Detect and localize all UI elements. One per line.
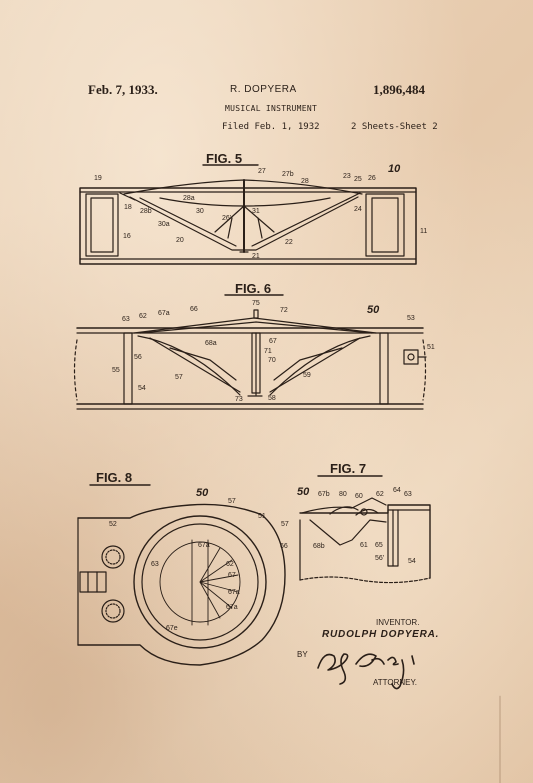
fig5-ref-30: 30 xyxy=(196,208,204,215)
fig5-ref-10: 10 xyxy=(388,163,401,175)
invention-title: MUSICAL INSTRUMENT xyxy=(225,104,318,113)
fig7-ref-65: 65 xyxy=(375,542,383,549)
fig5-ref-22: 22 xyxy=(285,239,293,246)
filed-date: Filed Feb. 1, 1932 xyxy=(222,122,320,132)
fig5-ref-21: 21 xyxy=(252,253,260,260)
fig7-caption: FIG. 7 xyxy=(330,461,366,476)
fig6-ref-55: 55 xyxy=(112,367,120,374)
fig7-labels: 50 54 56' 57 60 61 62 63 64 65 67b 68b 8… xyxy=(281,486,416,565)
fig6-ref-56: 56 xyxy=(134,354,142,361)
fig5-ref-11: 11 xyxy=(420,228,427,235)
figure-5: FIG. 5 10 11 16 18 19 20 21 xyxy=(79,151,427,265)
fig5-ref-27b: 27b xyxy=(282,171,294,178)
fig6-ref-73: 73 xyxy=(235,396,243,403)
fig6-ref-70: 70 xyxy=(268,357,276,364)
fig8-ref-66: 66 xyxy=(280,543,288,550)
fig8-ref-67a-3: 67a xyxy=(226,604,238,611)
fig6-ref-53: 53 xyxy=(407,315,415,322)
fig5-labels: 10 11 16 18 19 20 21 22 23 24 25 26 27 2… xyxy=(94,163,427,260)
fig7-ref-67b: 67b xyxy=(318,491,330,498)
fig8-ref-50: 50 xyxy=(196,487,209,499)
fig5-ref-28: 28 xyxy=(301,178,309,185)
fig7-ref-50: 50 xyxy=(297,486,310,498)
fig8-ref-57: 57 xyxy=(228,498,236,505)
fig5-ref-26: 26 xyxy=(368,175,376,182)
fig5-ref-20: 20 xyxy=(176,237,184,244)
fig5-ref-24: 24 xyxy=(354,206,362,213)
fig7-ref-63: 63 xyxy=(404,491,412,498)
fig8-ref-52: 52 xyxy=(109,521,117,528)
figure-7: FIG. 7 50 54 56' 57 60 61 62 63 64 65 67… xyxy=(281,461,431,584)
fig5-ref-25: 25 xyxy=(354,176,362,183)
fig6-ref-62: 62 xyxy=(139,313,147,320)
fig6-ref-54: 54 xyxy=(138,385,146,392)
patent-number: 1,896,484 xyxy=(373,82,425,97)
patent-date: Feb. 7, 1933. xyxy=(88,82,158,97)
attorney-label: ATTORNEY. xyxy=(373,678,418,687)
attorney-signature xyxy=(317,653,415,690)
fig7-ref-62: 62 xyxy=(376,491,384,498)
fig8-labels: 50 51 52 57 63 66 67 67a 67a 67a 62' 67e xyxy=(109,487,288,632)
fig8-caption: FIG. 8 xyxy=(96,470,132,485)
fig6-ref-58: 58 xyxy=(268,395,276,402)
fig8-ref-63: 63 xyxy=(151,561,159,568)
fig5-caption: FIG. 5 xyxy=(206,151,242,166)
fig7-ref-60: 60 xyxy=(355,493,363,500)
fig6-ref-59: 59 xyxy=(303,372,311,379)
figure-6: FIG. 6 50 51 53 54 5 xyxy=(73,281,435,410)
fig6-ref-57: 57 xyxy=(175,374,183,381)
fig5-ref-18: 18 xyxy=(124,204,132,211)
fig5-ref-23: 23 xyxy=(343,173,351,180)
fig5-ref-28b: 28b xyxy=(140,208,152,215)
fig6-ref-66: 66 xyxy=(190,306,198,313)
fig5-ref-27: 27 xyxy=(258,168,266,175)
fig6-ref-50: 50 xyxy=(367,304,380,316)
inventor-signature-name: RUDOLPH DOPYERA. xyxy=(322,629,440,640)
fig5-ref-28a: 28a xyxy=(183,195,195,202)
fig8-ref-67e: 67e xyxy=(166,625,178,632)
fig7-ref-54: 54 xyxy=(408,558,416,565)
fig7-ref-56: 56' xyxy=(375,555,384,562)
fig6-caption: FIG. 6 xyxy=(235,281,271,296)
fig6-ref-68a: 68a xyxy=(205,340,217,347)
fig5-ref-31: 31 xyxy=(252,208,260,215)
fig5-ref-19: 19 xyxy=(94,175,102,182)
by-label: BY xyxy=(297,650,308,659)
fig6-ref-63: 63 xyxy=(122,316,130,323)
fig5-ref-26b: 26' xyxy=(222,215,231,222)
fig7-ref-64: 64 xyxy=(393,487,401,494)
fig5-ref-16: 16 xyxy=(123,233,131,240)
fig7-ref-68b: 68b xyxy=(313,543,325,550)
fig8-ref-67a-2: 67a xyxy=(228,589,240,596)
fig8-ref-62: 62' xyxy=(226,561,235,568)
fig7-ref-61: 61 xyxy=(360,542,368,549)
fig7-ref-80: 80 xyxy=(339,491,347,498)
fig6-labels: 50 51 53 54 55 56 57 58 59 62 63 66 67 6… xyxy=(112,300,435,403)
fig5-ref-30a: 30a xyxy=(158,221,170,228)
figure-8: FIG. 8 50 51 52 57 xyxy=(77,470,288,666)
fig8-ref-67a: 67a xyxy=(198,542,210,549)
fig6-ref-51: 51 xyxy=(427,344,435,351)
fig8-ref-51: 51 xyxy=(258,513,266,520)
inventor-header-name: R. DOPYERA xyxy=(230,84,297,95)
inventor-label: INVENTOR. xyxy=(376,618,420,627)
fig6-ref-67: 67 xyxy=(269,338,277,345)
sheet-indicator: 2 Sheets-Sheet 2 xyxy=(351,122,438,132)
fig6-ref-71: 71 xyxy=(264,348,272,355)
fig6-ref-75: 75 xyxy=(252,300,260,307)
fig6-ref-67a: 67a xyxy=(158,310,170,317)
fig7-ref-57: 57 xyxy=(281,521,289,528)
fig8-ref-67: 67 xyxy=(228,572,236,579)
fig6-ref-72: 72 xyxy=(280,307,288,314)
